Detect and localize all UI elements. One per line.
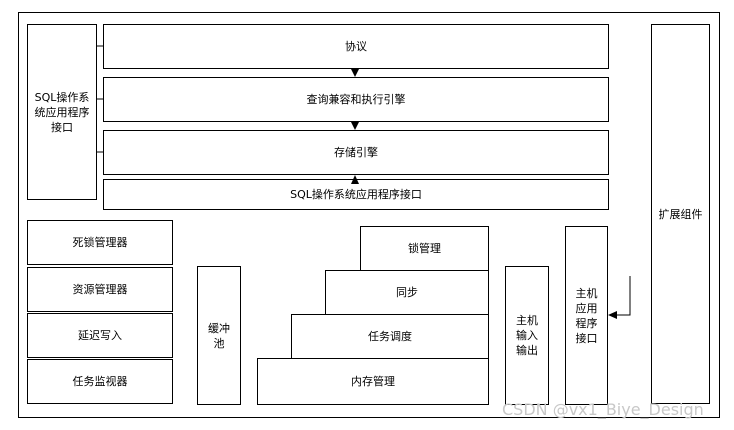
watermark-text: CSDN @vx1_Biye_Design [502,400,704,419]
resource-manager-label: 资源管理器 [72,283,128,296]
lazy-writer-box: 延迟写入 [27,313,173,358]
task-scheduling-box: 任务调度 [291,314,489,359]
left-sqlos-api-box: SQL操作系统应用程序接口 [27,24,97,200]
task-monitor-label: 任务监视器 [72,375,128,388]
host-api-label: 主机应用程序接口 [575,286,598,345]
lock-management-box: 锁管理 [360,226,489,271]
resource-manager-box: 资源管理器 [27,267,173,312]
synchronization-box: 同步 [325,270,489,315]
host-api-box: 主机应用程序接口 [565,226,608,405]
protocol-label: 协议 [345,40,367,53]
task-monitor-box: 任务监视器 [27,359,173,404]
query-engine-label: 查询兼容和执行引擎 [306,93,406,106]
sqlos-api-layer: SQL操作系统应用程序接口 [103,179,609,210]
lock-management-label: 锁管理 [408,242,441,255]
left-sqlos-api-label: SQL操作系统应用程序接口 [34,90,90,134]
deadlock-manager-label: 死锁管理器 [72,236,128,249]
task-scheduling-label: 任务调度 [368,330,412,343]
storage-engine-layer: 存储引擎 [103,130,609,175]
extension-label: 扩展组件 [658,207,703,221]
query-engine-layer: 查询兼容和执行引擎 [103,77,609,122]
deadlock-manager-box: 死锁管理器 [27,220,173,265]
buffer-pool-label: 缓冲池 [208,321,230,350]
sqlos-api-label: SQL操作系统应用程序接口 [290,188,422,201]
architecture-frame [18,12,720,418]
storage-engine-label: 存储引擎 [334,146,378,159]
protocol-layer: 协议 [103,24,609,69]
host-io-label: 主机输入输出 [516,314,538,357]
lazy-writer-label: 延迟写入 [78,329,122,342]
buffer-pool-box: 缓冲池 [197,266,241,405]
host-io-box: 主机输入输出 [505,266,549,405]
extension-box: 扩展组件 [651,24,710,404]
memory-management-box: 内存管理 [257,358,489,405]
synchronization-label: 同步 [396,286,418,299]
memory-management-label: 内存管理 [351,375,395,388]
